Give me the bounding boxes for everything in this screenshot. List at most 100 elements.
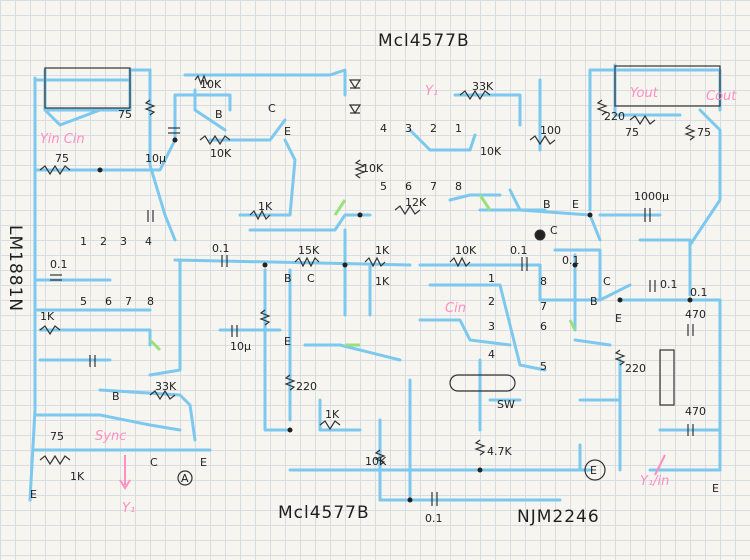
pin-number: 5 xyxy=(540,360,547,373)
label-e-left: E xyxy=(30,488,37,501)
labels: Mcl4577B Mcl4577B NJM2246 LM1881N Yin Ci… xyxy=(5,31,737,527)
resistor-symbol xyxy=(459,89,491,101)
resistor-symbol xyxy=(199,134,231,146)
label-yout: Yout xyxy=(630,86,659,101)
transistor-pin: E xyxy=(284,125,291,138)
capacitor-value: 0.1 xyxy=(425,512,443,525)
pin-number: 7 xyxy=(430,180,437,193)
pin-number: 1 xyxy=(488,272,495,285)
pin-number: 8 xyxy=(540,275,547,288)
resistor-symbol xyxy=(394,204,421,216)
diode-symbol xyxy=(348,104,362,115)
resistor-value: 1K xyxy=(325,408,340,421)
capacitor-value: 470 xyxy=(685,308,706,321)
resistor-symbol xyxy=(449,256,471,268)
pin-number: 3 xyxy=(120,235,127,248)
resistor-value: 75 xyxy=(50,430,64,443)
pin-number: 2 xyxy=(488,295,495,308)
resistor-value: 10K xyxy=(365,455,387,468)
junction-dot xyxy=(617,297,623,303)
pin-number: 6 xyxy=(105,295,112,308)
resistor-value: 220 xyxy=(296,380,317,393)
resistor-symbol xyxy=(474,439,486,456)
transistor-pin: C xyxy=(307,272,315,285)
pin-number: 4 xyxy=(380,122,387,135)
capacitor-symbol xyxy=(168,127,180,134)
junction-dot xyxy=(407,497,413,503)
resistor-value: 220 xyxy=(625,362,646,375)
junction-dot xyxy=(477,467,483,473)
resistor-value: 75 xyxy=(697,126,711,139)
resistor-value: 10K xyxy=(200,78,222,91)
resistor-symbol xyxy=(354,159,366,179)
label-cout: Cout xyxy=(706,89,737,104)
resistor-value: 12K xyxy=(405,196,427,209)
transistor-pin: B xyxy=(284,272,292,285)
test-point-circle xyxy=(534,229,546,241)
capacitor-value: 0.1 xyxy=(212,242,230,255)
capacitor-value: 0.1 xyxy=(510,244,528,257)
pin-number: 7 xyxy=(540,300,547,313)
resistor-symbol xyxy=(294,256,320,268)
label-y1-in: Y₁/in xyxy=(640,474,669,489)
resistor-value: 100 xyxy=(540,124,561,137)
capacitor-symbol xyxy=(687,424,694,436)
resistor-symbol xyxy=(629,114,656,126)
resistor-value: 10K xyxy=(362,162,384,175)
pin-number: 5 xyxy=(380,180,387,193)
pin-number: 6 xyxy=(405,180,412,193)
resistor-symbol xyxy=(529,134,556,146)
capacitor-value: 0.1 xyxy=(690,286,708,299)
trimmer-body xyxy=(659,349,675,406)
label-sync: Sync xyxy=(95,429,126,444)
capacitor-value: 0.1 xyxy=(562,254,580,267)
junction-dot xyxy=(262,262,268,268)
resistor-symbol xyxy=(284,374,296,391)
resistor-symbol xyxy=(39,325,61,336)
capacitor-symbol xyxy=(89,355,96,367)
label-y1-bottom: Y₁ xyxy=(122,501,135,516)
ic-package-top-left xyxy=(44,67,131,109)
pin-number: 8 xyxy=(147,295,154,308)
label-yin-cin: Yin Cin xyxy=(40,132,85,147)
label-c-in: Cin xyxy=(445,301,466,316)
junction-dot xyxy=(587,212,593,218)
transistor-pin: C xyxy=(603,275,611,288)
resistor-symbol xyxy=(149,389,176,401)
pin-number: 4 xyxy=(488,348,495,361)
label-e-right: E xyxy=(712,482,719,495)
capacitor-value: 470 xyxy=(685,405,706,418)
ic-label-top: Mcl4577B xyxy=(378,31,470,51)
resistor-symbol xyxy=(194,74,211,86)
diode-symbol xyxy=(348,79,362,90)
label-y1-top: Y₁ xyxy=(425,84,438,99)
pin-number: 1 xyxy=(455,122,462,135)
resistor-symbol xyxy=(364,256,386,268)
capacitor-symbol xyxy=(231,325,238,337)
pin-number: 5 xyxy=(80,295,87,308)
capacitor-symbol xyxy=(687,324,694,336)
transistor-pin: C xyxy=(550,224,558,237)
transistor-pin: C xyxy=(150,456,158,469)
pin-number: 6 xyxy=(540,320,547,333)
capacitor-value: 0.1 xyxy=(660,278,678,291)
label-circle-a: A xyxy=(181,472,189,485)
transistor-pin: B xyxy=(590,295,598,308)
resistor-value: 1K xyxy=(40,310,55,323)
junction-dot xyxy=(572,262,578,268)
resistor-symbol xyxy=(614,349,626,366)
ic-label-left: LM1881N xyxy=(5,225,25,312)
resistor-symbol xyxy=(319,420,341,431)
resistor-value: 10K xyxy=(210,147,232,160)
capacitor-symbol xyxy=(644,208,651,222)
resistor-value: 10K xyxy=(455,244,477,257)
resistor-value: 33K xyxy=(155,380,177,393)
capacitor-value: 10μ xyxy=(230,340,251,353)
sync-arrow-head xyxy=(119,479,131,490)
green-wires xyxy=(148,194,577,352)
junction-dot xyxy=(342,262,348,268)
label-1k-bottom: 1K xyxy=(70,470,85,483)
resistor-symbol xyxy=(144,99,156,116)
label-circle-e: E xyxy=(590,464,597,477)
resistor-value: 4.7K xyxy=(487,445,512,458)
